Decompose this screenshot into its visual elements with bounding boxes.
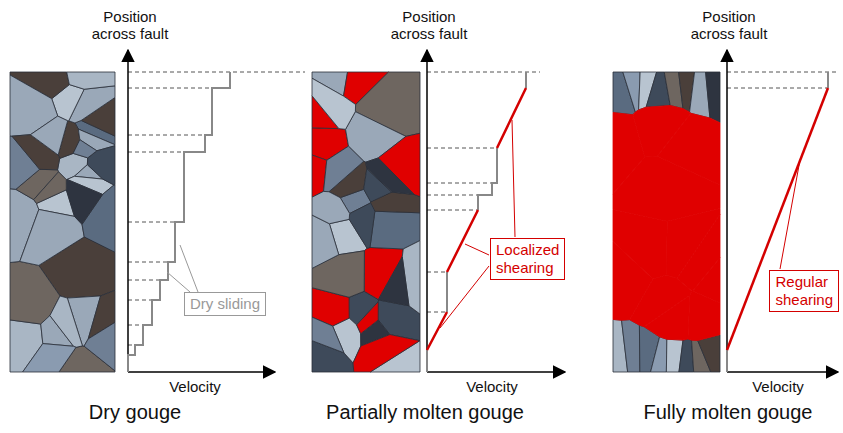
grain-panel xyxy=(613,72,720,372)
grain xyxy=(613,209,667,279)
grain xyxy=(651,337,667,372)
axis-label: Position across fault xyxy=(379,8,479,42)
axis-label: Velocity xyxy=(169,378,221,395)
grain xyxy=(312,191,350,223)
dashed-guides xyxy=(128,72,838,345)
velocity-profile xyxy=(128,72,828,372)
grain xyxy=(312,317,344,353)
grain xyxy=(378,257,409,306)
grain xyxy=(366,158,415,195)
callout-text: Dry sliding xyxy=(190,295,260,313)
grain xyxy=(23,344,76,372)
grain xyxy=(657,113,720,185)
grain xyxy=(324,146,364,192)
grain xyxy=(73,140,97,158)
grain xyxy=(622,320,640,372)
grain-texture xyxy=(10,72,720,372)
grain xyxy=(50,296,83,347)
grain xyxy=(84,322,115,370)
grain xyxy=(370,211,420,249)
callout-box: Dry sliding xyxy=(184,292,266,316)
panel-caption: Dry gouge xyxy=(89,400,181,424)
grain xyxy=(353,335,420,372)
grain xyxy=(312,215,339,268)
grain xyxy=(357,302,379,334)
grain xyxy=(34,172,67,204)
grain xyxy=(706,72,720,123)
axes xyxy=(128,50,838,372)
grain xyxy=(666,209,720,279)
grain xyxy=(30,116,67,155)
grain xyxy=(623,72,640,112)
axis-label: Position across fault xyxy=(679,8,779,42)
callout-box: Localized shearing xyxy=(490,238,565,280)
grain xyxy=(698,335,720,372)
axis-label: Velocity xyxy=(752,378,804,395)
grain xyxy=(688,291,720,340)
leader-lines xyxy=(167,120,800,328)
grain xyxy=(312,78,356,129)
grain xyxy=(66,179,102,224)
panel-caption: Partially molten gouge xyxy=(326,400,524,424)
callout-text: Localized shearing xyxy=(496,241,559,277)
grain-panel xyxy=(312,72,420,372)
axis-label: Position across fault xyxy=(80,8,180,42)
grain-panel xyxy=(10,72,115,372)
callout-text: Regular shearing xyxy=(775,273,833,309)
grain xyxy=(349,203,375,248)
grain xyxy=(344,72,389,105)
callout-box: Regular shearing xyxy=(769,270,839,312)
panel-caption: Fully molten gouge xyxy=(644,400,813,424)
grain xyxy=(67,72,115,89)
grain xyxy=(630,275,692,327)
axis-label: Velocity xyxy=(466,378,518,395)
grain xyxy=(20,209,84,265)
